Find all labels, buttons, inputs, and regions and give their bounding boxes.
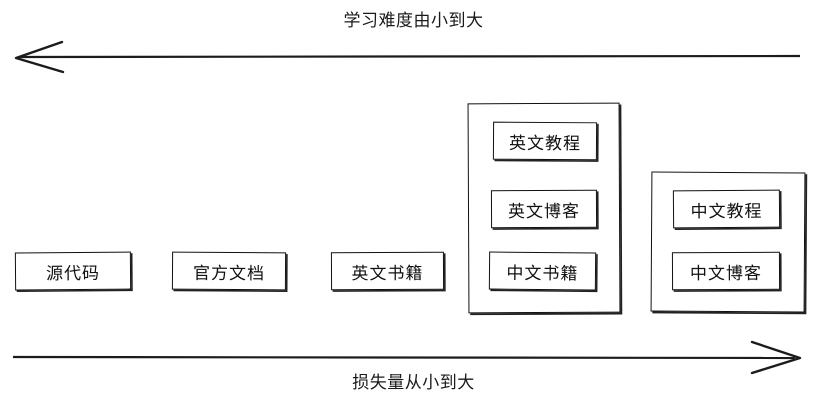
node-label: 中文博客 [689, 263, 763, 283]
node-label: 中文教程 [690, 201, 763, 221]
node-english-tutorial[interactable]: 英文教程 [492, 121, 598, 161]
node-english-books[interactable]: 英文书籍 [330, 251, 445, 291]
node-label: 英文教程 [508, 133, 582, 153]
node-chinese-books[interactable]: 中文书籍 [488, 251, 597, 291]
node-official-docs[interactable]: 官方文档 [171, 251, 287, 291]
node-english-blog[interactable]: 英文博客 [490, 189, 598, 229]
node-label: 中文书籍 [506, 263, 579, 283]
node-label: 英文博客 [507, 201, 581, 221]
node-source-code[interactable]: 源代码 [14, 251, 132, 291]
node-label: 官方文档 [192, 263, 266, 283]
node-label: 英文书籍 [351, 263, 424, 283]
bottom-axis-arrow [12, 340, 802, 375]
bottom-axis-label: 损失量从小到大 [352, 373, 475, 392]
node-label: 源代码 [45, 263, 101, 283]
node-chinese-tutorial[interactable]: 中文教程 [672, 189, 781, 229]
top-axis-arrow [14, 40, 801, 74]
node-chinese-blog[interactable]: 中文博客 [671, 251, 781, 291]
top-axis-label: 学习难度由小到大 [343, 11, 484, 30]
